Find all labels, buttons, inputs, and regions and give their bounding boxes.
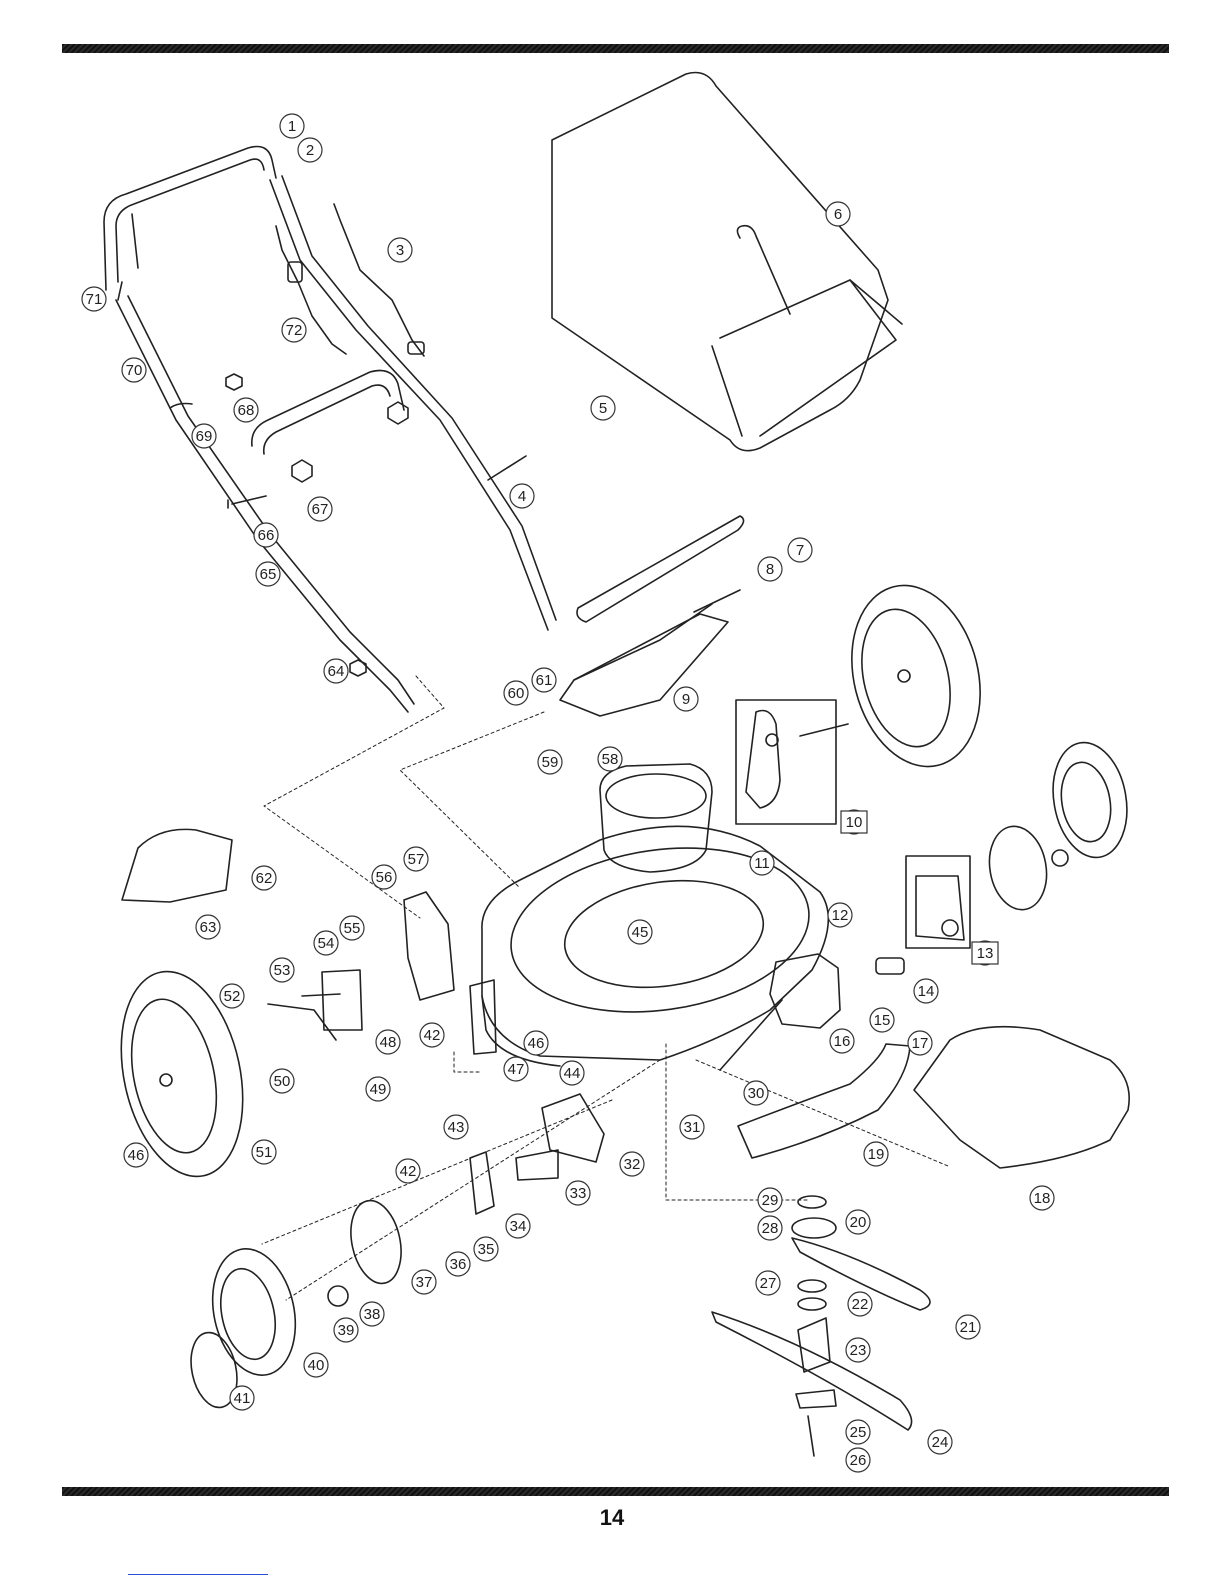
callout-number: 45	[632, 924, 649, 941]
callout-number: 72	[286, 322, 303, 339]
callout-number: 55	[344, 920, 361, 937]
callout-number: 15	[874, 1012, 891, 1029]
callout-number: 42	[424, 1027, 441, 1044]
lower-handle	[116, 176, 556, 712]
callout-number: 59	[542, 754, 559, 771]
callout-number: 52	[224, 988, 241, 1005]
callout-number: 8	[766, 561, 774, 578]
callout-number: 66	[258, 527, 275, 544]
callout-number: 16	[834, 1033, 851, 1050]
callout-number: 19	[868, 1146, 885, 1163]
callout-number: 47	[508, 1061, 525, 1078]
callout-number: 60	[508, 685, 525, 702]
callout-number: 50	[274, 1073, 291, 1090]
callout-number: 61	[536, 672, 553, 689]
callout-number: 46	[528, 1035, 545, 1052]
callout-number: 23	[850, 1342, 867, 1359]
callout-number: 49	[370, 1081, 387, 1098]
callout-labels: 1234567891011121314151617181920212223242…	[82, 114, 1054, 1472]
rear-flap	[560, 516, 744, 716]
grass-bag	[552, 73, 902, 451]
callout-number: 22	[852, 1296, 869, 1313]
callout-number: 18	[1034, 1190, 1051, 1207]
callout-number: 41	[234, 1390, 251, 1407]
callout-number: 54	[318, 935, 335, 952]
callout-number: 63	[200, 919, 217, 936]
page-number: 14	[0, 1505, 1224, 1531]
mower-deck	[482, 764, 828, 1066]
callout-number: 2	[306, 142, 314, 159]
callout-number: 58	[602, 751, 619, 768]
callout-number: 29	[762, 1192, 779, 1209]
front-right-wheel	[834, 572, 999, 781]
callout-number: 71	[86, 291, 103, 308]
callout-number: 28	[762, 1220, 779, 1237]
callout-number: 26	[850, 1452, 867, 1469]
callout-number: 1	[288, 118, 296, 135]
side-bracket	[268, 892, 496, 1054]
callout-number: 17	[912, 1035, 929, 1052]
callout-number: 25	[850, 1424, 867, 1441]
callout-number: 3	[396, 242, 404, 259]
rear-height-adjuster	[906, 856, 970, 948]
callout-number: 53	[274, 962, 291, 979]
callout-box-number: 13	[977, 945, 994, 962]
callout-number: 42	[400, 1163, 417, 1180]
callout-number: 57	[408, 851, 425, 868]
callout-number: 35	[478, 1241, 495, 1258]
upper-handle	[104, 147, 276, 301]
callout-number: 20	[850, 1214, 867, 1231]
blade-assembly	[712, 1196, 930, 1456]
callout-number: 56	[376, 869, 393, 886]
callout-number: 69	[196, 428, 213, 445]
callout-number: 62	[256, 870, 273, 887]
callout-number: 34	[510, 1218, 527, 1235]
callout-number: 32	[624, 1156, 641, 1173]
callout-number: 5	[599, 400, 607, 417]
callout-number: 37	[416, 1274, 433, 1291]
callout-number: 33	[570, 1185, 587, 1202]
callout-number: 31	[684, 1119, 701, 1136]
callout-number: 70	[126, 362, 143, 379]
callout-number: 67	[312, 501, 329, 518]
callout-number: 38	[364, 1306, 381, 1323]
callout-number: 65	[260, 566, 277, 583]
callout-number: 30	[748, 1085, 765, 1102]
callout-number: 46	[128, 1147, 145, 1164]
callout-number: 43	[448, 1119, 465, 1136]
callout-number: 44	[564, 1065, 581, 1082]
callout-number: 48	[380, 1034, 397, 1051]
callout-number: 6	[834, 206, 842, 223]
callout-number: 14	[918, 983, 935, 1000]
callout-number: 39	[338, 1322, 355, 1339]
callout-number: 27	[760, 1275, 777, 1292]
callout-number: 9	[682, 691, 690, 708]
rear-right-wheel	[983, 737, 1135, 915]
callout-number: 51	[256, 1144, 273, 1161]
front-height-adjuster	[736, 700, 848, 824]
footer-link-underline[interactable]	[128, 1574, 268, 1575]
callout-number: 7	[796, 542, 804, 559]
callout-number: 12	[832, 907, 849, 924]
callout-number: 21	[960, 1319, 977, 1336]
callout-box-number: 10	[846, 814, 863, 831]
callout-number: 64	[328, 663, 345, 680]
callout-number: 68	[238, 402, 255, 419]
callout-number: 36	[450, 1256, 467, 1273]
callout-number: 4	[518, 488, 526, 505]
callout-number: 24	[932, 1434, 949, 1451]
callout-number: 40	[308, 1357, 325, 1374]
callout-number: 11	[754, 855, 770, 872]
